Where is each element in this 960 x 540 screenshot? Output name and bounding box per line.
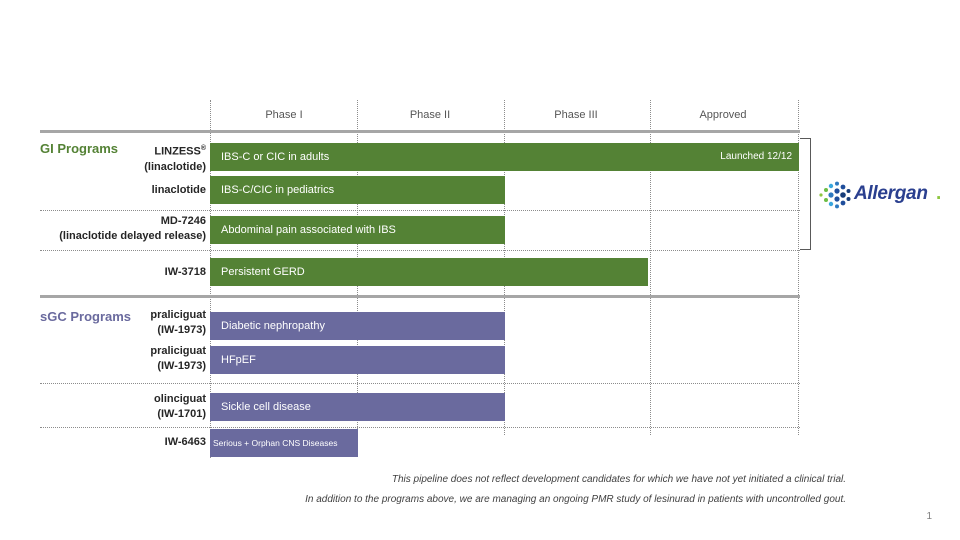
program-name: MD-7246 (linaclotide delayed release) <box>6 214 206 244</box>
page-number: 1 <box>926 511 932 522</box>
indication-label: IBS-C or CIC in adults <box>221 151 330 163</box>
phase-header-4: Approved <box>699 109 747 121</box>
row-separator <box>40 383 800 384</box>
program-title: olinciguat <box>154 393 206 405</box>
pipeline-bar: Diabetic nephropathy <box>210 312 505 340</box>
indication-label: Sickle cell disease <box>221 401 311 413</box>
launch-status: Launched 12/12 <box>720 151 792 162</box>
indication-label: HFpEF <box>221 354 256 366</box>
program-title: LINZESS <box>154 145 201 158</box>
program-title: linaclotide <box>151 184 206 196</box>
allergan-logo: Allergan . <box>818 181 943 209</box>
pipeline-bar: IBS-C or CIC in adults Launched 12/12 <box>210 143 799 171</box>
program-title: MD-7246 <box>160 215 206 227</box>
indication-label: Diabetic nephropathy <box>221 320 325 332</box>
section-label-gi: GI Programs <box>40 141 119 156</box>
program-name: IW-6463 <box>6 435 206 450</box>
program-name: linaclotide <box>6 183 206 198</box>
program-subtitle: (linaclotide) <box>144 160 206 173</box>
program-name: praliciguat (IW-1973) <box>6 344 206 374</box>
footnote-2: In addition to the programs above, we ar… <box>305 494 846 505</box>
phase-header-1: Phase I <box>265 109 303 121</box>
pipeline-bar: Persistent GERD <box>210 258 648 286</box>
program-name: IW-3718 <box>6 265 206 280</box>
program-subtitle: (IW-1973) <box>157 324 206 336</box>
allergan-wordmark-dot: . <box>936 183 942 204</box>
program-name: praliciguat (IW-1973) <box>6 308 206 338</box>
program-name: olinciguat (IW-1701) <box>6 392 206 422</box>
program-subtitle: (linaclotide delayed release) <box>59 230 206 242</box>
phase-header-3: Phase III <box>554 109 598 121</box>
program-title: IW-6463 <box>164 436 206 448</box>
program-subtitle: (IW-1701) <box>157 408 206 420</box>
program-subtitle: (IW-1973) <box>157 360 206 372</box>
grid-vline <box>650 100 651 435</box>
pipeline-bar: Abdominal pain associated with IBS <box>210 216 505 244</box>
section-label-sgc: sGC Programs <box>40 309 132 324</box>
allergan-wordmark: Allergan <box>854 183 928 204</box>
pipeline-bar: HFpEF <box>210 346 505 374</box>
section-divider-gi <box>40 130 800 133</box>
row-separator <box>40 210 800 211</box>
program-title: praliciguat <box>150 309 206 321</box>
pipeline-bar: Sickle cell disease <box>210 393 505 421</box>
allergan-dots-icon <box>819 181 851 209</box>
indication-label: Serious + Orphan CNS Diseases <box>213 438 338 448</box>
pipeline-bar: IBS-C/CIC in pediatrics <box>210 176 505 204</box>
indication-label: Abdominal pain associated with IBS <box>221 224 396 236</box>
section-divider-sgc <box>40 295 800 298</box>
footnote-1: This pipeline does not reflect developme… <box>391 474 846 485</box>
row-separator <box>40 250 800 251</box>
indication-label: IBS-C/CIC in pediatrics <box>221 184 335 196</box>
registered-mark: ® <box>200 145 206 152</box>
grid-vline <box>798 100 799 435</box>
row-separator <box>40 427 800 428</box>
partner-bracket <box>800 138 811 250</box>
program-title: praliciguat <box>150 345 206 357</box>
pipeline-bar: Serious + Orphan CNS Diseases <box>210 429 358 457</box>
indication-label: Persistent GERD <box>221 266 305 278</box>
phase-header-2: Phase II <box>409 109 451 121</box>
program-name: LINZESS® (linaclotide) <box>6 141 206 175</box>
program-title: IW-3718 <box>164 266 206 278</box>
